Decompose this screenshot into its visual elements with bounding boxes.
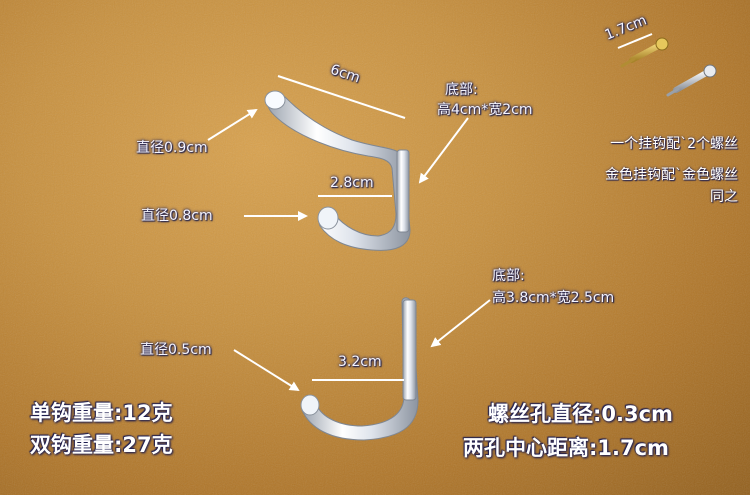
base-size-2: 高3.8cm*宽2.5cm xyxy=(492,290,615,306)
base-title-1: 底部: xyxy=(445,82,478,98)
gap-label-2: 3.2cm xyxy=(338,354,382,370)
note-line-2: 金色挂钩配`金色螺丝 xyxy=(605,167,738,183)
note-line-3: 同之 xyxy=(710,189,738,205)
diameter-label-2: 直径0.5cm xyxy=(140,342,212,358)
single-hook xyxy=(300,297,419,441)
screw-length-line xyxy=(617,33,653,49)
hole-center-spacing: 两孔中心距离:1.7cm xyxy=(463,436,669,460)
length-line-6cm xyxy=(277,75,406,119)
gap-label-1: 2.8cm xyxy=(330,175,374,191)
arrow-base-1 xyxy=(418,117,469,184)
single-hook-weight: 单钩重量:12克 xyxy=(30,401,173,425)
note-line-1: 一个挂钩配`2个螺丝 xyxy=(610,136,738,152)
base-size-1: 高4cm*宽2cm xyxy=(437,102,533,118)
double-hook xyxy=(264,90,411,251)
upper-diameter-label-1: 直径0.9cm xyxy=(136,140,208,156)
screw-hole-diameter: 螺丝孔直径:0.3cm xyxy=(488,402,673,426)
silver-screw xyxy=(666,64,717,97)
arrow-diameter-2 xyxy=(233,349,300,392)
arrow-upper-diameter-1 xyxy=(207,108,258,141)
base-title-2: 底部: xyxy=(492,268,525,284)
gold-screw xyxy=(620,37,669,68)
double-hook-weight: 双钩重量:27克 xyxy=(30,433,173,457)
arrow-base-2 xyxy=(430,299,491,348)
lower-diameter-label-1: 直径0.8cm xyxy=(141,208,213,224)
